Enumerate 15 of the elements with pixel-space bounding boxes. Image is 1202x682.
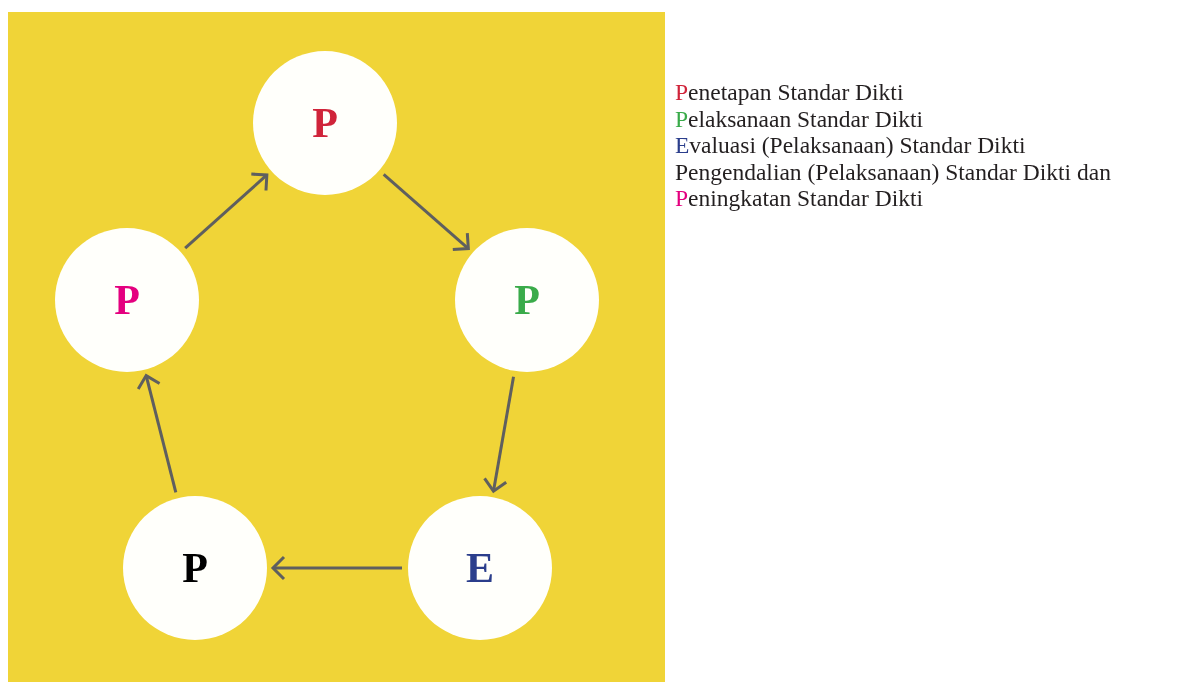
- letter: P: [514, 279, 540, 321]
- arrow: [271, 555, 402, 581]
- letter: E: [466, 547, 494, 589]
- legend-text: Pengendalian (Pelaksanaan) Standar Dikti dan: [675, 158, 1111, 186]
- letter: P: [114, 279, 140, 321]
- arrow: [184, 172, 269, 250]
- legend-text: Penetapan Standar Dikti: [675, 79, 904, 106]
- legend-text: Peningkatan Standar Dikti: [675, 185, 924, 212]
- arrow: [136, 374, 178, 493]
- arrow: [483, 376, 515, 493]
- legend-text: Evaluasi (Pelaksanaan) Standar Dikti: [675, 132, 1026, 159]
- letter: P: [182, 547, 208, 589]
- letter: P: [312, 102, 338, 144]
- legend-text: Pelaksanaan Standar Dikti: [675, 105, 923, 133]
- arrow: [382, 173, 470, 252]
